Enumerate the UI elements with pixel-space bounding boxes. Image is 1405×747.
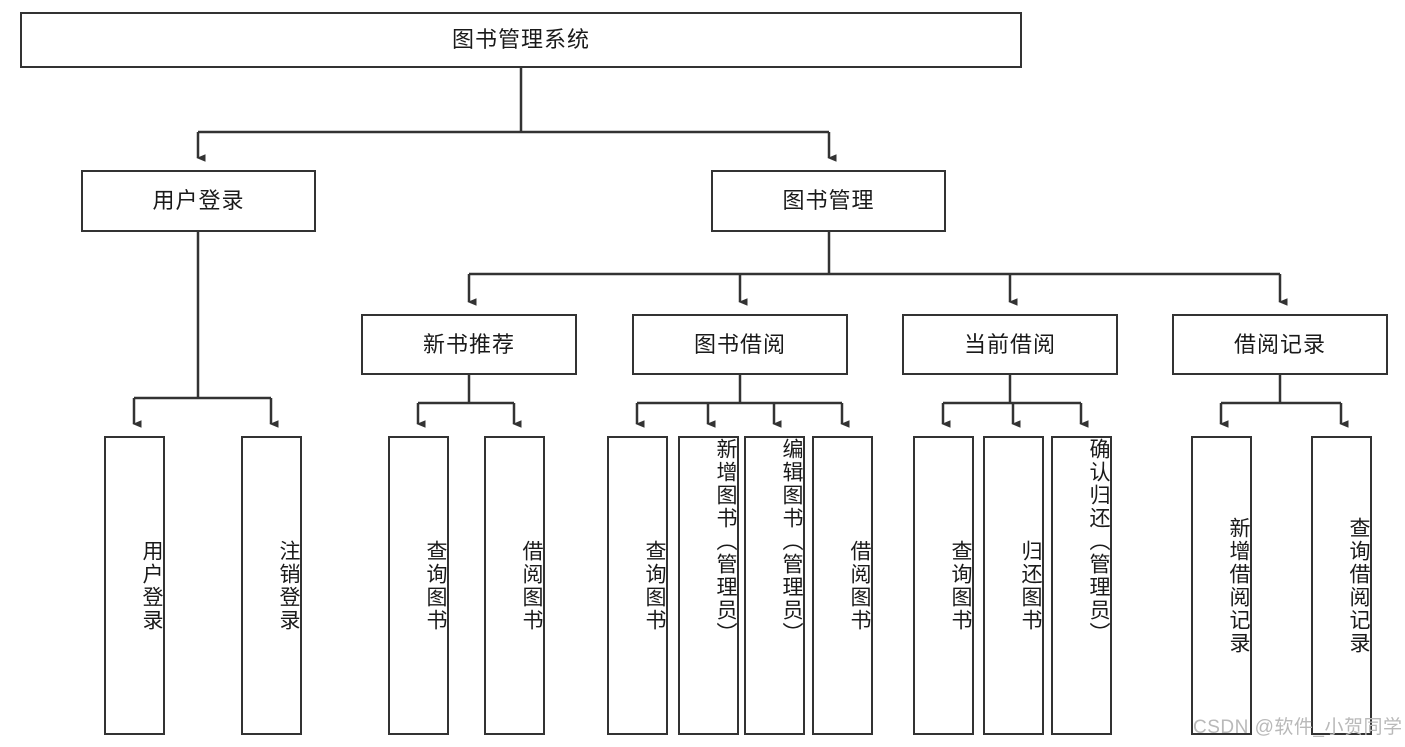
node-borrow-record[interactable]: 借阅记录 — [1172, 314, 1388, 375]
leaf-edit-book-admin-label: 编辑图书（管理员） — [780, 438, 803, 645]
node-user-login[interactable]: 用户登录 — [81, 170, 316, 232]
node-current-borrow[interactable]: 当前借阅 — [902, 314, 1118, 375]
leaf-borrow-book[interactable]: 借阅图书 — [812, 436, 873, 735]
leaf-query-book-borrow-label: 查询图书 — [643, 539, 666, 632]
leaf-add-borrow-record[interactable]: 新增借阅记录 — [1191, 436, 1252, 735]
watermark: CSDN @软件_小贺同学 — [1193, 717, 1403, 738]
leaf-borrow-book-recommend[interactable]: 借阅图书 — [484, 436, 545, 735]
leaf-return-book[interactable]: 归还图书 — [983, 436, 1044, 735]
leaf-confirm-return-admin[interactable]: 确认归还（管理员） — [1051, 436, 1112, 735]
leaf-add-borrow-record-label: 新增借阅记录 — [1227, 516, 1250, 655]
node-borrow-record-label: 借阅记录 — [1233, 331, 1326, 357]
node-new-book-recommend-label: 新书推荐 — [422, 331, 515, 357]
node-book-management-label: 图书管理 — [782, 188, 875, 214]
node-current-borrow-label: 当前借阅 — [963, 331, 1056, 357]
leaf-logout[interactable]: 注销登录 — [241, 436, 302, 735]
node-root[interactable]: 图书管理系统 — [20, 12, 1022, 68]
leaf-edit-book-admin[interactable]: 编辑图书（管理员） — [744, 436, 805, 735]
node-book-management[interactable]: 图书管理 — [711, 170, 946, 232]
leaf-query-book-borrow[interactable]: 查询图书 — [607, 436, 668, 735]
node-root-label: 图书管理系统 — [451, 27, 590, 53]
leaf-logout-label: 注销登录 — [277, 539, 300, 632]
node-book-borrow[interactable]: 图书借阅 — [632, 314, 848, 375]
leaf-return-book-label: 归还图书 — [1019, 539, 1042, 632]
leaf-query-borrow-record-label: 查询借阅记录 — [1347, 516, 1370, 655]
node-user-login-label: 用户登录 — [152, 188, 245, 214]
node-new-book-recommend[interactable]: 新书推荐 — [361, 314, 577, 375]
leaf-confirm-return-admin-label: 确认归还（管理员） — [1087, 438, 1110, 645]
leaf-query-borrow-record[interactable]: 查询借阅记录 — [1311, 436, 1372, 735]
leaf-query-book-recommend[interactable]: 查询图书 — [388, 436, 449, 735]
leaf-add-book-admin[interactable]: 新增图书（管理员） — [678, 436, 739, 735]
leaf-add-book-admin-label: 新增图书（管理员） — [714, 438, 737, 645]
leaf-query-book-current-label: 查询图书 — [949, 539, 972, 632]
leaf-user-login-label: 用户登录 — [140, 539, 163, 632]
leaf-query-book-current[interactable]: 查询图书 — [913, 436, 974, 735]
leaf-query-book-recommend-label: 查询图书 — [424, 539, 447, 632]
leaf-borrow-book-label: 借阅图书 — [848, 539, 871, 632]
leaf-borrow-book-recommend-label: 借阅图书 — [520, 539, 543, 632]
leaf-user-login[interactable]: 用户登录 — [104, 436, 165, 735]
node-book-borrow-label: 图书借阅 — [693, 331, 786, 357]
